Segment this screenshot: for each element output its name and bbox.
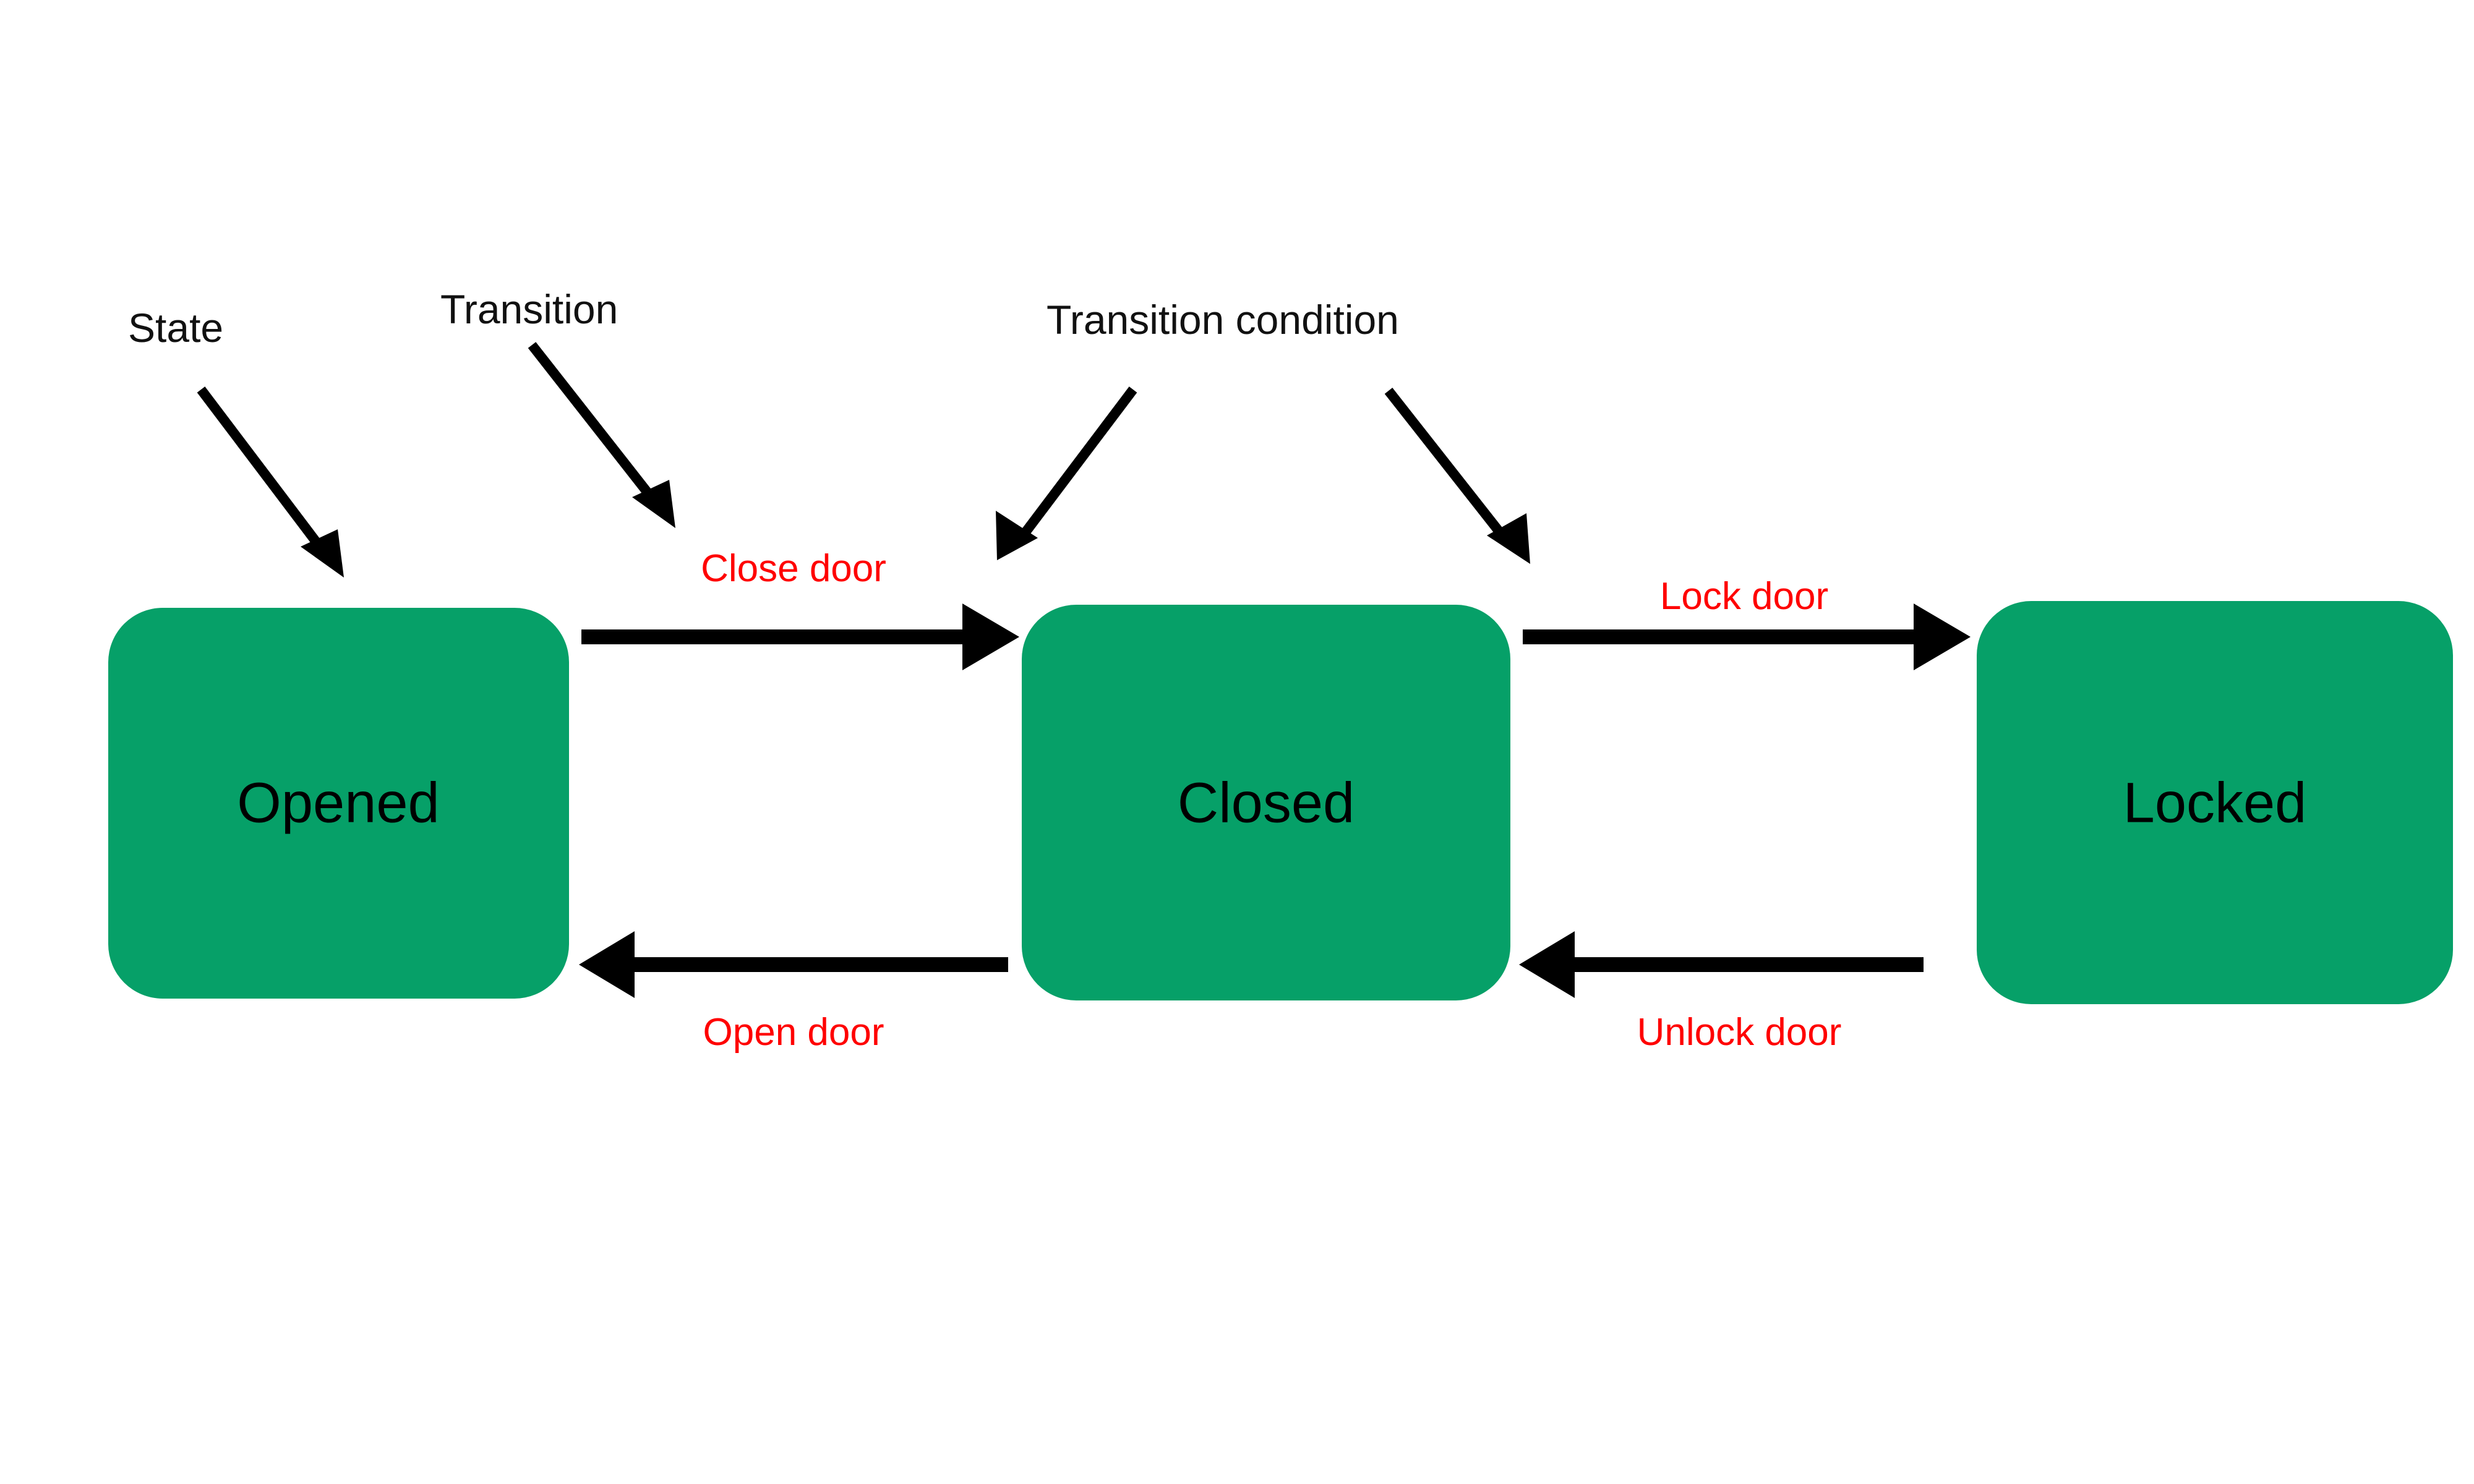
annotation-transition-condition-arrow-line-left	[1019, 386, 1137, 539]
transition-lock-door-line	[1523, 629, 1919, 644]
state-box-closed[interactable]	[1022, 605, 1510, 1000]
annotation-transition-condition-arrowhead-left	[996, 511, 1038, 560]
annotation-transition-condition-arrowhead-right	[1487, 513, 1530, 564]
annotation-state-arrow-line	[197, 386, 326, 552]
state-node-closed[interactable]: Closed	[1022, 605, 1510, 1000]
annotation-label-transition: Transition	[440, 286, 618, 332]
state-box-opened[interactable]	[108, 608, 569, 999]
transition-lock-door-arrowhead	[1914, 603, 1971, 670]
transition-close-door-line	[581, 629, 971, 644]
state-label-opened: Opened	[237, 771, 439, 834]
annotation-transition-arrow-line	[528, 342, 657, 503]
transition-open-door[interactable]: Open door	[579, 931, 1008, 1054]
transition-unlock-door[interactable]: Unlock door	[1519, 931, 1924, 1054]
transition-label-unlock-door: Unlock door	[1637, 1011, 1842, 1054]
state-label-closed: Closed	[1178, 771, 1355, 834]
annotation-state: State	[128, 305, 344, 578]
transition-open-door-arrowhead	[579, 931, 635, 998]
transition-lock-door[interactable]: Lock door	[1523, 575, 1971, 670]
transition-unlock-door-arrowhead	[1519, 931, 1575, 998]
annotation-transition: Transition	[440, 286, 675, 528]
transition-label-open-door: Open door	[703, 1011, 884, 1054]
transition-label-close-door: Close door	[701, 547, 886, 590]
state-label-locked: Locked	[2123, 771, 2307, 834]
transition-close-door-arrowhead	[962, 603, 1019, 670]
transition-open-door-line	[631, 957, 1008, 972]
state-node-opened[interactable]: Opened	[108, 608, 569, 999]
annotation-label-transition-condition: Transition condition	[1047, 297, 1399, 343]
annotation-transition-condition: Transition condition	[996, 297, 1530, 564]
transition-close-door[interactable]: Close door	[581, 547, 1019, 670]
state-node-locked[interactable]: Locked	[1977, 601, 2453, 1004]
state-box-locked[interactable]	[1977, 601, 2453, 1004]
annotation-state-arrowhead	[301, 529, 344, 578]
transition-unlock-door-line	[1571, 957, 1924, 972]
annotation-label-state: State	[128, 305, 223, 351]
annotation-transition-condition-arrow-line-right	[1384, 388, 1509, 541]
transition-label-lock-door: Lock door	[1660, 575, 1828, 618]
annotation-transition-arrowhead	[632, 480, 675, 528]
